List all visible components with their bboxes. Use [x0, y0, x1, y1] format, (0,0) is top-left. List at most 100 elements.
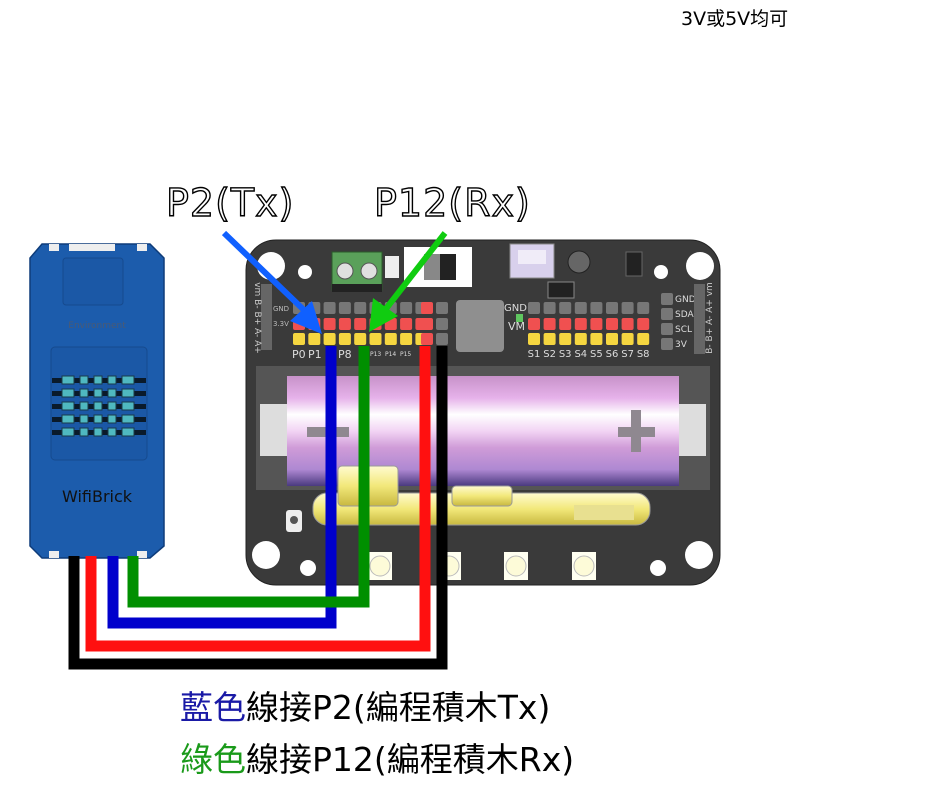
- i2c-header: [661, 293, 673, 350]
- sensor-cell: [79, 427, 89, 437]
- power-label-vm: VM: [508, 320, 525, 333]
- header-pin: [436, 318, 448, 330]
- servo-label: S4: [574, 349, 587, 360]
- servo-header: [528, 302, 650, 345]
- pin-label-p1: P1: [308, 348, 322, 361]
- jumper[interactable]: [516, 314, 523, 322]
- mount-hole: [298, 265, 312, 279]
- servo-label: S2: [543, 349, 556, 360]
- wifibrick-module: Environment WifiBrick: [29, 243, 165, 559]
- i2c-label: 3V: [675, 340, 688, 350]
- sensor-cell: [61, 401, 75, 411]
- left-motor-labels: vm B- B+ A- A+: [252, 282, 262, 354]
- header-pin: [590, 318, 603, 330]
- mount-hole: [650, 560, 666, 576]
- header-pin: [661, 293, 673, 305]
- right-motor-header: [694, 284, 705, 354]
- sensor-cell: [61, 375, 75, 385]
- header-pin: [421, 302, 433, 314]
- header-pin: [421, 333, 433, 345]
- header-pin: [574, 302, 587, 314]
- servo-label: S3: [559, 349, 572, 360]
- header-pin: [559, 333, 572, 345]
- header-pin: [543, 333, 556, 345]
- rgb-leds: [368, 552, 596, 580]
- mount-hole: [300, 560, 316, 576]
- mount-hole: [686, 252, 714, 280]
- header-pin: [369, 333, 382, 345]
- rx-arrow: [369, 231, 448, 332]
- header-pin: [621, 318, 634, 330]
- wire-black: [68, 346, 448, 670]
- header-pin: [637, 333, 650, 345]
- sensor-cell: [61, 388, 75, 398]
- header-pin: [661, 338, 673, 350]
- power-switch[interactable]: [404, 247, 472, 287]
- header-pin: [308, 333, 321, 345]
- pin-label-p0: P0: [292, 348, 306, 361]
- sensor-cell: [121, 414, 135, 424]
- header-pin: [323, 333, 336, 345]
- i2c-label: SDA: [675, 310, 694, 320]
- sensor-cell: [121, 388, 135, 398]
- header-pin: [436, 333, 448, 345]
- wire-red: [85, 346, 431, 652]
- sensor-cell: [107, 414, 117, 424]
- pin-label-p14: P14: [385, 351, 396, 358]
- caption-green-wire: 綠色線接P12(編程積木Rx): [180, 733, 574, 781]
- servo-label: S5: [590, 349, 603, 360]
- header-pin: [323, 318, 336, 330]
- header-pin: [436, 302, 448, 314]
- servo-label: S1: [528, 349, 541, 360]
- pin-label-p13: P13: [370, 351, 381, 358]
- pin-label-p15: P15: [400, 351, 411, 358]
- caption-blue-wire: 藍色線接P2(編程積木Tx): [180, 681, 550, 729]
- sensor-cell: [93, 427, 103, 437]
- header-pin: [590, 302, 603, 314]
- header-pin: [384, 333, 397, 345]
- mount-hole: [654, 265, 668, 279]
- mount-hole: [252, 541, 280, 569]
- mount-hole: [685, 541, 713, 569]
- plus-icon: [618, 410, 655, 452]
- header-pin: [338, 318, 351, 330]
- header-pin: [528, 302, 540, 314]
- header-pin: [354, 318, 367, 330]
- header-pin: [543, 318, 556, 330]
- small-component: [385, 256, 399, 278]
- header-pin: [400, 302, 413, 314]
- header-pin: [559, 302, 572, 314]
- wire-blue: [107, 346, 337, 629]
- header-pin: [621, 333, 634, 345]
- header-pin: [543, 302, 556, 314]
- micro-usb-port[interactable]: [509, 243, 555, 279]
- header-pin: [323, 302, 336, 314]
- header-label-3v3: 3.3V: [273, 320, 289, 328]
- sensor-cell: [121, 375, 135, 385]
- chip-pad: [456, 300, 504, 352]
- header-pin: [400, 318, 413, 330]
- pin-label-p8: P8: [338, 348, 352, 361]
- sensor-cell: [107, 427, 117, 437]
- header-pin: [637, 302, 650, 314]
- header-pin: [354, 333, 367, 345]
- servo-label: S7: [621, 349, 634, 360]
- wires: [68, 346, 448, 670]
- header-pin: [606, 302, 618, 314]
- sensor-cell: [79, 414, 89, 424]
- header-pin: [661, 308, 673, 320]
- caption-text: 線接P12(編程積木Rx): [246, 740, 575, 779]
- sensor-cell: [93, 388, 103, 398]
- header-pin: [590, 333, 603, 345]
- buzzer: [567, 250, 591, 274]
- sensor-cell: [107, 375, 117, 385]
- tx-pin-label: P2(Tx): [165, 180, 295, 225]
- sensor-cell: [93, 375, 103, 385]
- voltage-note: 3V或5V均可: [681, 8, 789, 30]
- sensor-cell: [107, 401, 117, 411]
- i2c-label: GND: [675, 295, 696, 305]
- caption-text: 線接P2(編程積木Tx): [246, 688, 551, 727]
- i2c-label: SCL: [675, 325, 692, 335]
